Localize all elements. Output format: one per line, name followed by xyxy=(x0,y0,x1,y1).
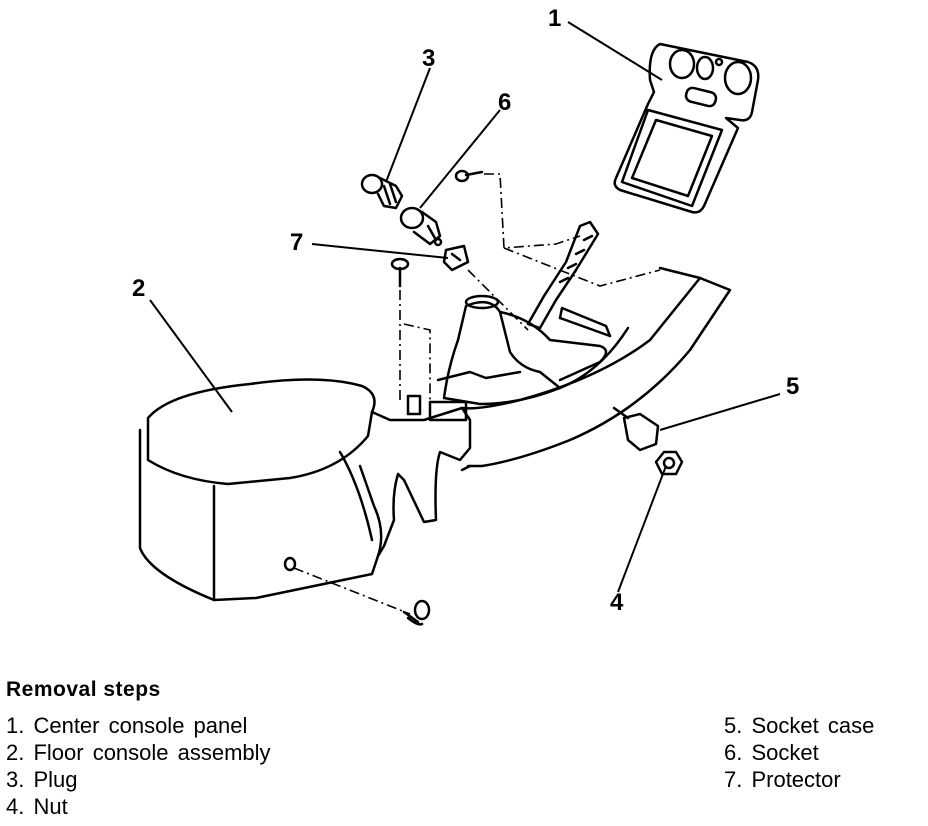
assembly-lines xyxy=(293,173,661,615)
protector xyxy=(442,244,470,272)
center-console-panel xyxy=(613,42,760,214)
bracket-rod xyxy=(526,220,600,330)
callout-4: 4 xyxy=(610,589,624,616)
screw-upper xyxy=(454,169,484,183)
removal-step: 3. Plug xyxy=(6,767,78,792)
callout-7: 7 xyxy=(290,229,303,256)
removal-steps-left-column: 1. Center console panel 2. Floor console… xyxy=(6,712,271,820)
socket-case xyxy=(612,406,660,452)
screw-middle xyxy=(390,257,410,288)
leader-lines xyxy=(149,21,781,593)
exploded-view-diagram: 1 2 3 4 5 6 7 xyxy=(132,5,799,626)
nut xyxy=(654,450,684,476)
screw-lower xyxy=(402,599,431,626)
callout-1: 1 xyxy=(548,5,561,32)
plug xyxy=(360,173,404,210)
removal-step: 6. Socket xyxy=(724,740,819,765)
removal-step: 1. Center console panel xyxy=(6,713,248,738)
callout-5: 5 xyxy=(786,373,799,400)
removal-steps-title: Removal steps xyxy=(6,678,161,701)
removal-step: 2. Floor console assembly xyxy=(6,740,271,765)
removal-step: 5. Socket case xyxy=(724,713,875,738)
callout-2: 2 xyxy=(132,275,145,302)
floor-console-assembly xyxy=(138,266,732,602)
removal-steps-right-column: 5. Socket case 6. Socket 7. Protector xyxy=(724,712,874,793)
callout-3: 3 xyxy=(422,45,435,72)
callout-6: 6 xyxy=(498,89,511,116)
removal-step: 7. Protector xyxy=(724,767,841,792)
socket xyxy=(399,206,443,247)
removal-steps-section: Removal steps 1. Center console panel 2.… xyxy=(6,678,922,824)
removal-step: 4. Nut xyxy=(6,794,68,819)
